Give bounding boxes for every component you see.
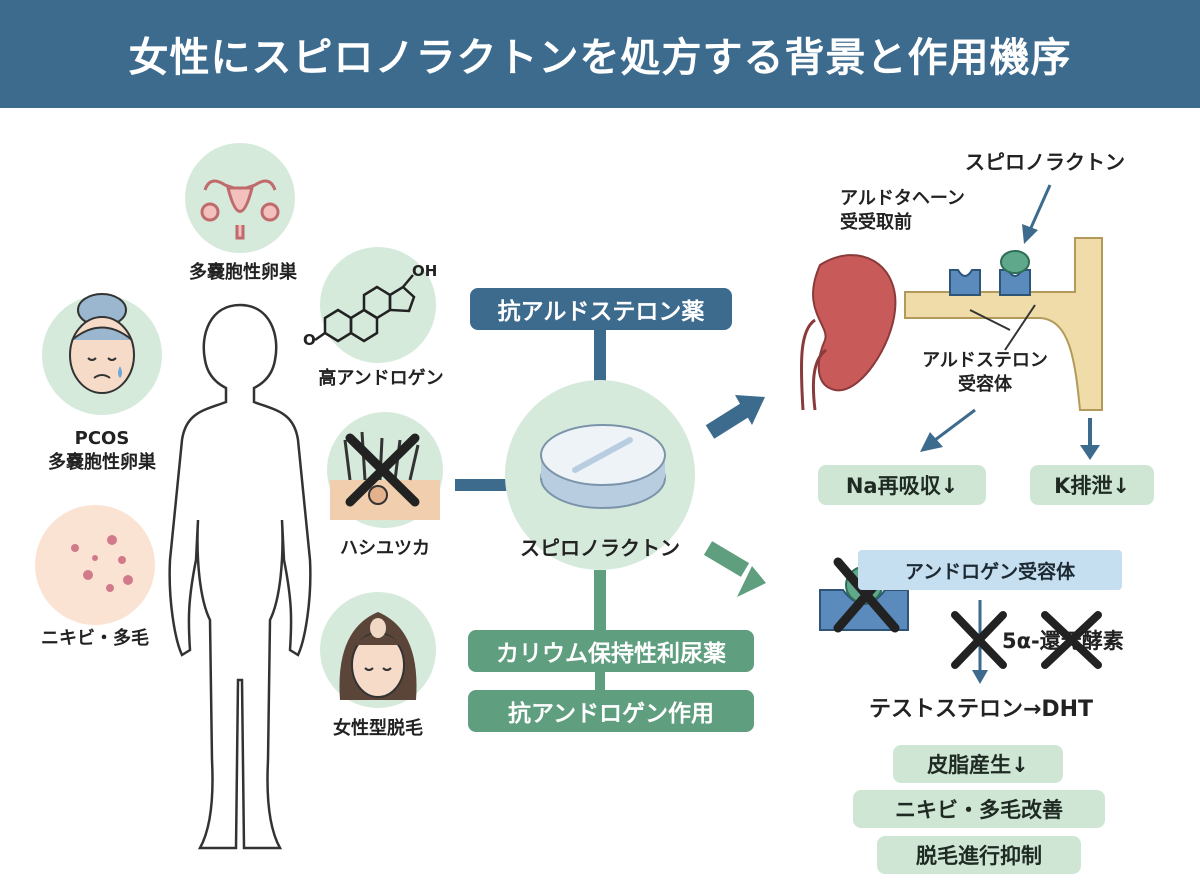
receptor-empty-icon: [949, 269, 981, 296]
cross-mark-enzyme-icon: [1041, 611, 1102, 669]
drug-name-label: スピロノラクトン: [520, 536, 680, 560]
enzyme-label: 5α-還元酵素: [1002, 629, 1124, 653]
receptor-blocked-icon: [999, 250, 1031, 296]
cross-mark-icon: [345, 433, 420, 507]
sad-woman-icon: [69, 293, 135, 394]
acne-icon: [71, 535, 133, 592]
receptor-label-leader2: [1004, 304, 1036, 351]
uterus-icon: [200, 179, 280, 240]
acne-circle: [35, 505, 155, 625]
steroid-oh-label: OH: [412, 262, 437, 280]
aldosterone-receptor-label-line2: 受容体: [958, 374, 1012, 395]
anti-androgen-box: 抗アンドロゲン作用: [468, 690, 754, 732]
title-banner: 女性にスピロノラクトンを処方する背景と作用機序: [0, 0, 1200, 108]
androgen-receptor-box: アンドロゲン受容体: [858, 550, 1122, 590]
hair-loss-suppress-box: 脱毛進行抑制: [877, 836, 1081, 874]
sebum-effect-box: 皮脂産生↓: [893, 745, 1063, 783]
pcos-ovary-label: 多嚢胞性卵巣: [189, 262, 297, 283]
na-effect-box: Na再吸収↓: [818, 465, 986, 505]
female-hair-loss-label: 女性型脱毛: [333, 718, 423, 739]
pcos-label: 多嚢胞性卵巣: [48, 452, 156, 473]
drug-pointer-arrow: [1022, 184, 1052, 244]
acne-hair-label: ニキビ・多毛: [41, 628, 149, 649]
arrow-to-androgen: [703, 541, 766, 597]
renal-drug-label: スピロノラクトン: [965, 150, 1125, 174]
page-title: 女性にスピロノラクトンを処方する背景と作用機序: [128, 35, 1072, 81]
blood-vessel-icon: [904, 237, 1103, 411]
steroid-structure-icon: [314, 274, 416, 343]
arrow-to-k: [1080, 418, 1100, 460]
receptor-top-label-line2: 受受取前: [840, 212, 912, 233]
hirsutism-label: ハシユツカ: [340, 538, 430, 559]
kidney-icon: [799, 254, 897, 411]
high-androgen-label: 高アンドロゲン: [318, 368, 444, 389]
conversion-label: テストステロン→DHT: [868, 697, 1094, 722]
pill-icon: [540, 424, 666, 509]
arrow-to-kidney: [705, 395, 765, 439]
aldosterone-receptor-label-line1: アルドステロン: [922, 350, 1048, 371]
female-body-outline: [168, 303, 312, 850]
receptor-top-label-line1: アルドタヘーン: [840, 188, 965, 209]
acne-improve-box: ニキビ・多毛改善: [853, 790, 1105, 828]
k-effect-box: K排泄↓: [1030, 465, 1154, 505]
steroid-o-label: O: [303, 331, 316, 349]
anti-aldosterone-box: 抗アルドステロン薬: [470, 288, 732, 330]
k-sparing-diuretic-box: カリウム保持性利尿薬: [468, 630, 754, 672]
pcos-acronym-label: PCOS: [74, 428, 130, 449]
cross-mark-conversion-icon: [951, 611, 1007, 669]
woman-hair-loss-icon: [339, 612, 417, 700]
arrow-to-na: [920, 408, 976, 452]
receptor-label-leader: [969, 309, 1011, 331]
